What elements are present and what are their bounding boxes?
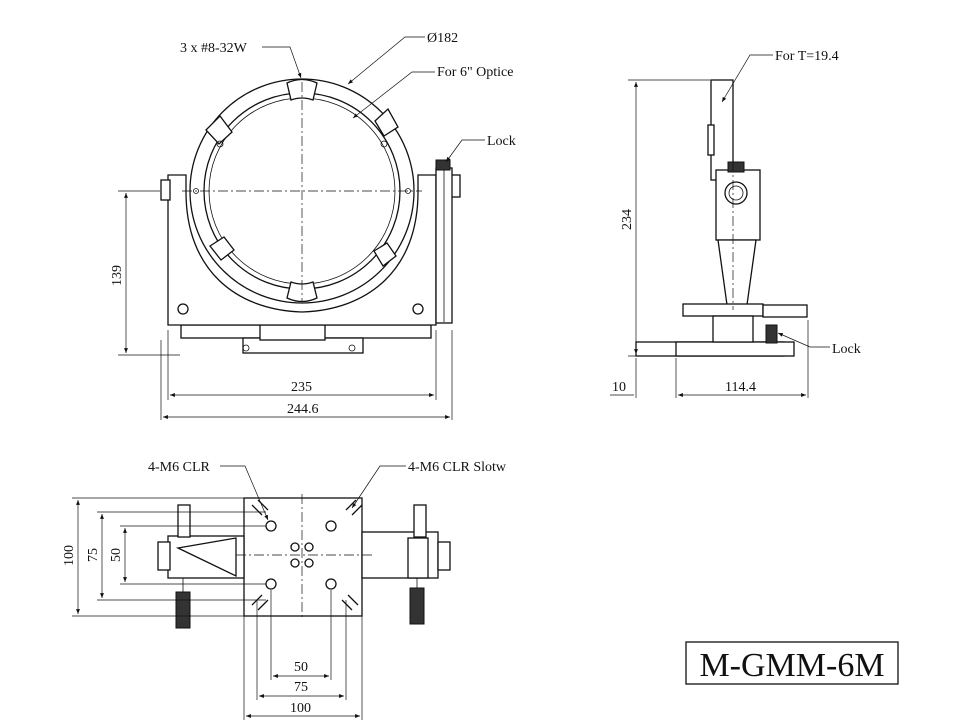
dim-50-h: 50 (294, 660, 308, 675)
slot-note: 4-M6 CLR Slotw (408, 460, 507, 475)
dim-139: 139 (110, 265, 125, 286)
thickness-note: For T=19.4 (775, 49, 839, 64)
dim-244-6: 244.6 (287, 402, 319, 417)
model-box (685, 641, 899, 685)
dim-75-h: 75 (294, 680, 308, 695)
side-view (610, 54, 830, 398)
dim-234: 234 (620, 209, 635, 230)
clr-note: 4-M6 CLR (148, 460, 211, 475)
diameter-label: Ø182 (427, 31, 458, 46)
model-label: M-GMM-6M (699, 647, 884, 684)
dim-100-h: 100 (290, 701, 311, 716)
screw-note: 3 x #8-32W (180, 41, 248, 56)
dim-50-v: 50 (109, 548, 124, 562)
front-lock-label: Lock (487, 134, 516, 149)
dim-75-v: 75 (86, 548, 101, 562)
dim-10: 10 (612, 380, 626, 395)
dim-114-4: 114.4 (725, 380, 756, 395)
dim-100-v: 100 (62, 545, 77, 566)
bottom-view (72, 465, 451, 720)
front-view (118, 36, 485, 420)
dim-235: 235 (291, 380, 312, 395)
optic-note: For 6" Optice (437, 65, 513, 80)
side-lock-label: Lock (832, 342, 861, 357)
